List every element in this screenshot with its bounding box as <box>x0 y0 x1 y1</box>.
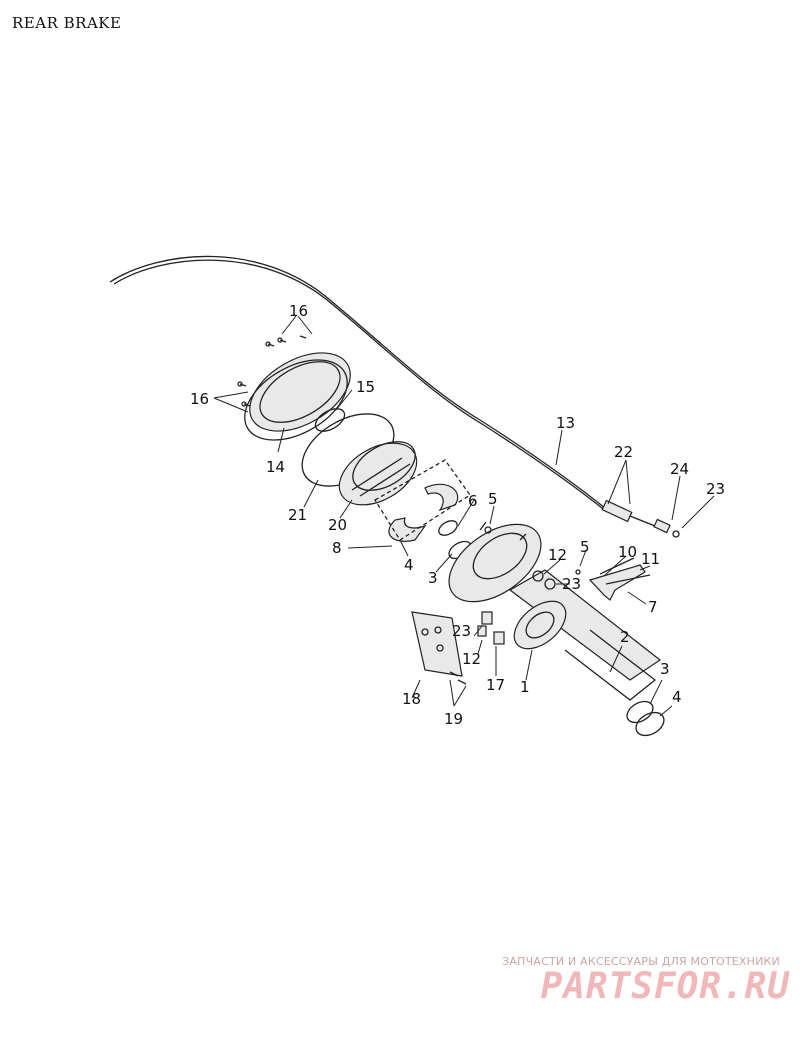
cable-adjuster <box>601 499 633 523</box>
callout-3-right: 3 <box>660 660 670 678</box>
callout-16-top: 16 <box>289 302 308 320</box>
brake-panel <box>448 521 542 603</box>
watermark-tagline: ЗАПЧАСТИ И АКСЕССУАРЫ ДЛЯ МОТОТЕХНИКИ <box>502 955 780 968</box>
brake-cable <box>109 255 606 509</box>
callout-8: 8 <box>332 539 342 557</box>
callout-23-left: 23 <box>452 622 471 640</box>
brake-shoes <box>374 459 471 542</box>
end-bearing <box>626 700 654 724</box>
callout-1: 1 <box>520 678 530 696</box>
callout-6: 6 <box>468 492 478 510</box>
gasket <box>314 408 346 432</box>
callout-4-right: 4 <box>672 688 682 706</box>
callout-23-mid: 23 <box>562 575 581 593</box>
mounting-bracket <box>411 611 467 685</box>
callout-2: 2 <box>620 628 630 646</box>
leader-lines <box>213 315 715 717</box>
callout-12-right: 12 <box>548 546 567 564</box>
callout-23-right: 23 <box>706 480 725 498</box>
axle-housing <box>508 569 662 701</box>
callout-10: 10 <box>618 543 637 561</box>
callout-19: 19 <box>444 710 463 728</box>
callout-21: 21 <box>288 506 307 524</box>
callout-5-left: 5 <box>488 490 498 508</box>
cover-screws <box>237 335 307 407</box>
callout-24: 24 <box>670 460 689 478</box>
callout-16-left: 16 <box>190 390 209 408</box>
callout-12-left: 12 <box>462 650 481 668</box>
callout-14: 14 <box>266 458 285 476</box>
bolts <box>477 526 581 645</box>
callout-5-right: 5 <box>580 538 590 556</box>
brake-arm <box>588 557 651 601</box>
end-seal <box>635 711 665 737</box>
drum-cover <box>244 352 351 441</box>
callout-13: 13 <box>556 414 575 432</box>
callout-11: 11 <box>641 550 660 568</box>
callout-17: 17 <box>486 676 505 694</box>
callout-4-left: 4 <box>404 556 414 574</box>
callout-18: 18 <box>402 690 421 708</box>
callout-3-left: 3 <box>428 569 438 587</box>
watermark-logo: PARTSFOR.RU <box>540 966 790 1007</box>
callout-20: 20 <box>328 516 347 534</box>
page-title: REAR BRAKE <box>12 14 122 32</box>
callout-15: 15 <box>356 378 375 396</box>
callout-7: 7 <box>648 598 658 616</box>
brake-drum <box>338 441 418 506</box>
callout-22: 22 <box>614 443 633 461</box>
